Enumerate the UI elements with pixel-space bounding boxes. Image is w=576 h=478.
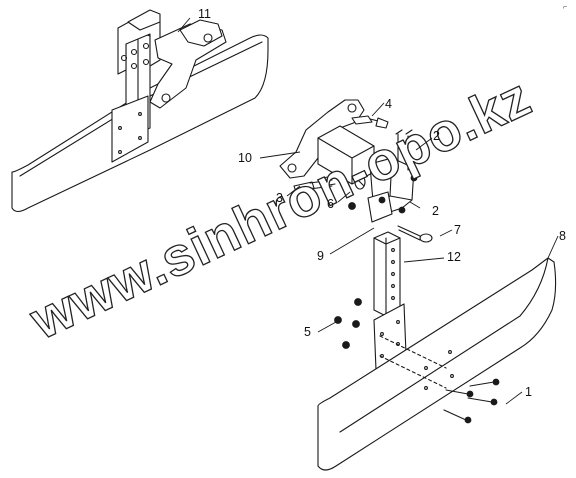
callout-5: 5 <box>304 325 311 339</box>
callout-12: 12 <box>447 250 461 264</box>
post-part <box>373 231 401 317</box>
assembled-view <box>11 9 269 213</box>
callout-6: 6 <box>327 197 334 211</box>
callouts: 11 4 10 2 3 6 2 7 9 12 8 5 1 <box>177 7 566 405</box>
callout-2b: 2 <box>432 204 439 218</box>
callout-7: 7 <box>454 223 461 237</box>
callout-2a: 2 <box>433 129 440 143</box>
callout-1: 1 <box>525 385 532 399</box>
callout-3: 3 <box>276 191 283 205</box>
callout-9: 9 <box>317 249 324 263</box>
callout-11: 11 <box>198 7 211 21</box>
watermark: www.sinhron-opo.kz <box>21 67 540 352</box>
callout-10: 10 <box>238 151 252 165</box>
exploded-view <box>279 99 557 471</box>
corner-mark: ⌐ <box>563 4 567 11</box>
callout-4: 4 <box>385 97 392 111</box>
callout-8: 8 <box>559 229 566 243</box>
